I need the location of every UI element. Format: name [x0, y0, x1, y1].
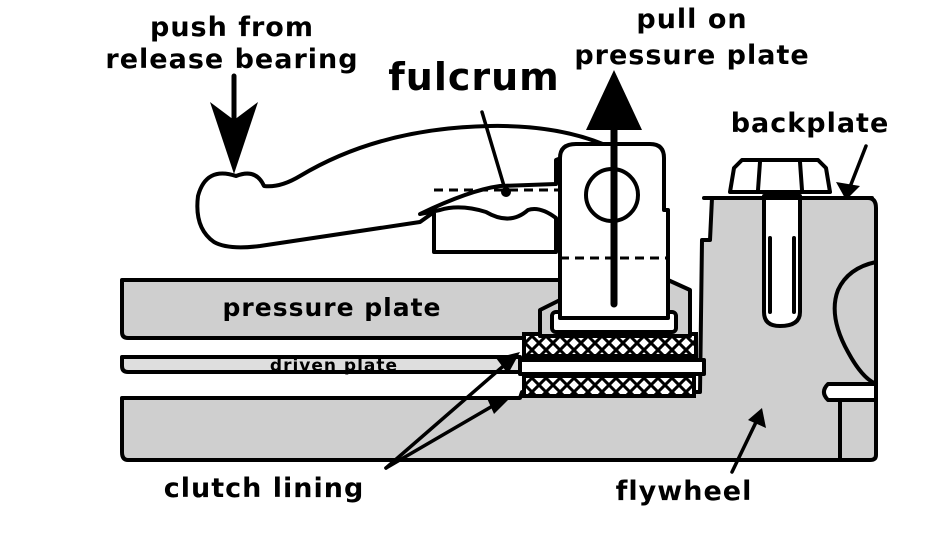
- bolt-shank: [762, 194, 802, 328]
- bolt-head: [728, 158, 832, 194]
- backplate-pointer-head: [836, 182, 860, 200]
- label-fulcrum: fulcrum: [388, 55, 560, 99]
- label-driven-plate: driven plate: [270, 356, 398, 376]
- label-clutch-lining: clutch lining: [164, 473, 365, 504]
- flywheel-pointer: [730, 416, 760, 474]
- lining-pointer-1-head: [496, 352, 520, 374]
- flywheel-pointer-head: [748, 408, 766, 428]
- label-backplate: backplate: [731, 108, 890, 139]
- fulcrum-point: [501, 187, 511, 197]
- backplate-notch: [832, 260, 878, 386]
- label-push-line2: release bearing: [105, 44, 358, 75]
- driven-plate: [120, 355, 522, 374]
- label-flywheel: flywheel: [616, 476, 753, 507]
- clutch-lining-lower: [522, 374, 696, 398]
- lining-pointer-1: [384, 360, 510, 470]
- flywheel-recess: [822, 382, 878, 402]
- fulcrum-pointer: [480, 110, 506, 188]
- bolt-head-facets: [756, 160, 804, 192]
- release-lever: [195, 123, 662, 254]
- label-pull-line1: pull on: [636, 4, 747, 35]
- backplate-pointer: [846, 144, 868, 194]
- label-push-line1: push from: [150, 12, 314, 43]
- bolt-thread-lines: [768, 236, 796, 314]
- lining-pointer-2: [384, 402, 498, 470]
- label-pressure-plate: pressure plate: [223, 293, 442, 322]
- lining-pointer-2-head: [486, 396, 510, 414]
- driven-plate-hub: [518, 358, 706, 376]
- push-arrow-head: [210, 102, 258, 174]
- label-pull-line2: pressure plate: [574, 40, 809, 71]
- pull-arrow-head: [586, 70, 642, 130]
